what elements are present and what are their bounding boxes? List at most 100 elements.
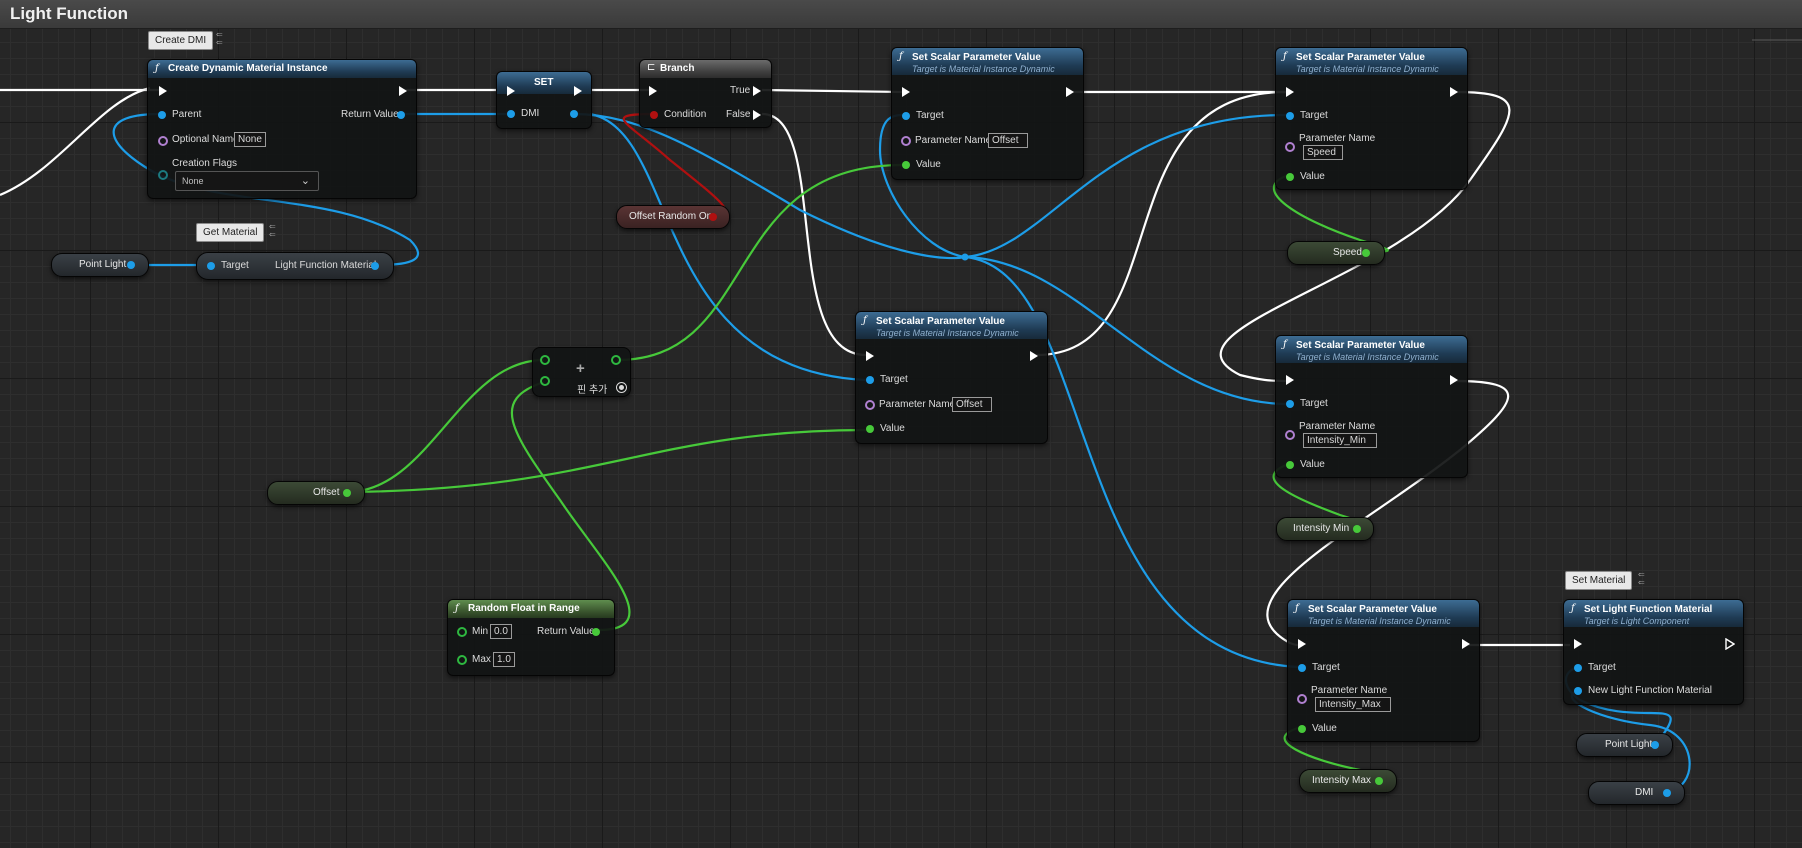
parameter-name-pin[interactable] <box>1285 430 1295 440</box>
intensity-min-pin[interactable] <box>1353 525 1361 533</box>
set-scalar-param-offset-node-2[interactable]: ƒ Set Scalar Parameter Value Target is M… <box>855 311 1048 444</box>
creation-flags-pin[interactable] <box>158 170 168 180</box>
light-function-material-pin[interactable] <box>371 262 379 270</box>
return-value-pin[interactable] <box>397 111 405 119</box>
target-label: Target <box>221 260 249 271</box>
intensity-min-variable[interactable]: Intensity Min <box>1276 517 1374 541</box>
parameter-name-input[interactable]: Speed <box>1303 145 1343 160</box>
add-pin-icon[interactable] <box>616 382 627 393</box>
dmi-out-pin[interactable] <box>570 110 578 118</box>
add-pin-label[interactable]: 핀 추가 <box>577 385 608 396</box>
offset-random-on-variable[interactable]: Offset Random On <box>616 205 730 229</box>
set-light-function-material-node[interactable]: ƒ Set Light Function Material Target is … <box>1563 599 1744 705</box>
target-pin[interactable] <box>1286 400 1294 408</box>
exec-in-pin[interactable] <box>1286 87 1294 97</box>
comment-pin-icon[interactable]: ⇐⇐ <box>216 30 223 47</box>
comment-pin-icon[interactable]: ⇐⇐ <box>1638 570 1645 587</box>
exec-false-pin[interactable] <box>753 110 761 120</box>
exec-in-pin[interactable] <box>1574 639 1582 649</box>
set-scalar-param-offset-node-1[interactable]: ƒ Set Scalar Parameter Value Target is M… <box>891 47 1084 180</box>
set-scalar-param-intensity-max-node[interactable]: ƒ Set Scalar Parameter Value Target is M… <box>1287 599 1480 742</box>
dmi-pin[interactable] <box>1663 789 1671 797</box>
parameter-name-pin[interactable] <box>865 400 875 410</box>
exec-out-pin[interactable] <box>1066 87 1074 97</box>
exec-in-pin[interactable] <box>866 351 874 361</box>
random-float-in-range-node[interactable]: ƒ Random Float in Range Min 0.0 Return V… <box>447 599 615 676</box>
min-pin[interactable] <box>457 627 467 637</box>
set-scalar-param-speed-node[interactable]: ƒ Set Scalar Parameter Value Target is M… <box>1275 47 1468 190</box>
parameter-name-pin[interactable] <box>1297 694 1307 704</box>
exec-out-pin[interactable] <box>1450 375 1458 385</box>
set-scalar-param-intensity-min-node[interactable]: ƒ Set Scalar Parameter Value Target is M… <box>1275 335 1468 478</box>
value-pin[interactable] <box>1298 725 1306 733</box>
exec-in-pin[interactable] <box>1298 639 1306 649</box>
point-light-variable[interactable]: Point Light <box>51 253 149 277</box>
offset-variable[interactable]: Offset <box>267 481 365 505</box>
value-pin[interactable] <box>1286 173 1294 181</box>
exec-out-pin[interactable] <box>1030 351 1038 361</box>
function-icon: ƒ <box>1283 339 1287 350</box>
parameter-name-pin[interactable] <box>901 136 911 146</box>
value-pin[interactable] <box>1286 461 1294 469</box>
optional-name-input[interactable]: None <box>234 132 266 147</box>
value-label: Value <box>1300 171 1325 182</box>
target-pin[interactable] <box>1298 664 1306 672</box>
target-pin[interactable] <box>866 376 874 384</box>
exec-out-pin[interactable] <box>1462 639 1470 649</box>
parameter-name-pin[interactable] <box>1285 142 1295 152</box>
add-float-node[interactable]: + 핀 추가 <box>532 347 631 397</box>
exec-in-pin[interactable] <box>507 86 515 96</box>
speed-pin[interactable] <box>1362 249 1370 257</box>
exec-in-pin[interactable] <box>159 86 167 96</box>
parameter-name-input[interactable]: Offset <box>988 133 1028 148</box>
max-pin[interactable] <box>457 655 467 665</box>
offset-pin[interactable] <box>343 489 351 497</box>
min-input[interactable]: 0.0 <box>490 624 512 639</box>
point-light-pin[interactable] <box>127 261 135 269</box>
intensity-max-variable[interactable]: Intensity Max <box>1299 769 1397 793</box>
offset-random-on-pin[interactable] <box>709 213 717 221</box>
exec-in-pin[interactable] <box>902 87 910 97</box>
exec-out-pin[interactable] <box>1450 87 1458 97</box>
value-pin[interactable] <box>866 425 874 433</box>
dmi-variable[interactable]: DMI <box>1588 781 1685 805</box>
max-input[interactable]: 1.0 <box>493 652 515 667</box>
parameter-name-input[interactable]: Intensity_Min <box>1303 433 1377 448</box>
set-dmi-node[interactable]: SET DMI <box>496 71 592 129</box>
b-input-pin[interactable] <box>540 376 550 386</box>
exec-out-pin[interactable] <box>1725 638 1735 650</box>
a-input-pin[interactable] <box>540 355 550 365</box>
parameter-name-input[interactable]: Offset <box>952 397 992 412</box>
point-light-variable-2[interactable]: Point Light <box>1576 733 1673 757</box>
result-output-pin[interactable] <box>611 355 621 365</box>
parameter-name-input[interactable]: Intensity_Max <box>1315 697 1391 712</box>
condition-pin[interactable] <box>650 111 658 119</box>
comment-get-material[interactable]: Get Material <box>196 223 265 242</box>
branch-node[interactable]: ⊏ Branch True Condition False <box>639 59 772 128</box>
creation-flags-dropdown[interactable]: None ⌄ <box>175 171 319 191</box>
exec-true-pin[interactable] <box>753 86 761 96</box>
target-pin[interactable] <box>902 112 910 120</box>
value-pin[interactable] <box>902 161 910 169</box>
dmi-in-pin[interactable] <box>507 110 515 118</box>
optional-name-pin[interactable] <box>158 136 168 146</box>
comment-pin-icon[interactable]: ⇐⇐ <box>269 222 276 239</box>
point-light-pin[interactable] <box>1651 741 1659 749</box>
return-value-pin[interactable] <box>592 628 600 636</box>
get-material-node[interactable]: Target Light Function Material <box>196 252 394 280</box>
intensity-max-pin[interactable] <box>1375 777 1383 785</box>
target-pin[interactable] <box>1286 112 1294 120</box>
comment-create-dmi[interactable]: Create DMI <box>148 31 214 50</box>
parent-pin[interactable] <box>158 111 166 119</box>
exec-in-pin[interactable] <box>649 86 657 96</box>
target-pin[interactable] <box>207 262 215 270</box>
create-dynamic-material-instance-node[interactable]: ƒ Create Dynamic Material Instance Paren… <box>147 59 417 199</box>
exec-out-pin[interactable] <box>399 86 407 96</box>
speed-variable[interactable]: Speed <box>1287 241 1385 265</box>
comment-set-material[interactable]: Set Material <box>1565 571 1633 590</box>
new-light-function-material-pin[interactable] <box>1574 687 1582 695</box>
exec-out-pin[interactable] <box>574 86 582 96</box>
exec-in-pin[interactable] <box>1286 375 1294 385</box>
target-pin[interactable] <box>1574 664 1582 672</box>
